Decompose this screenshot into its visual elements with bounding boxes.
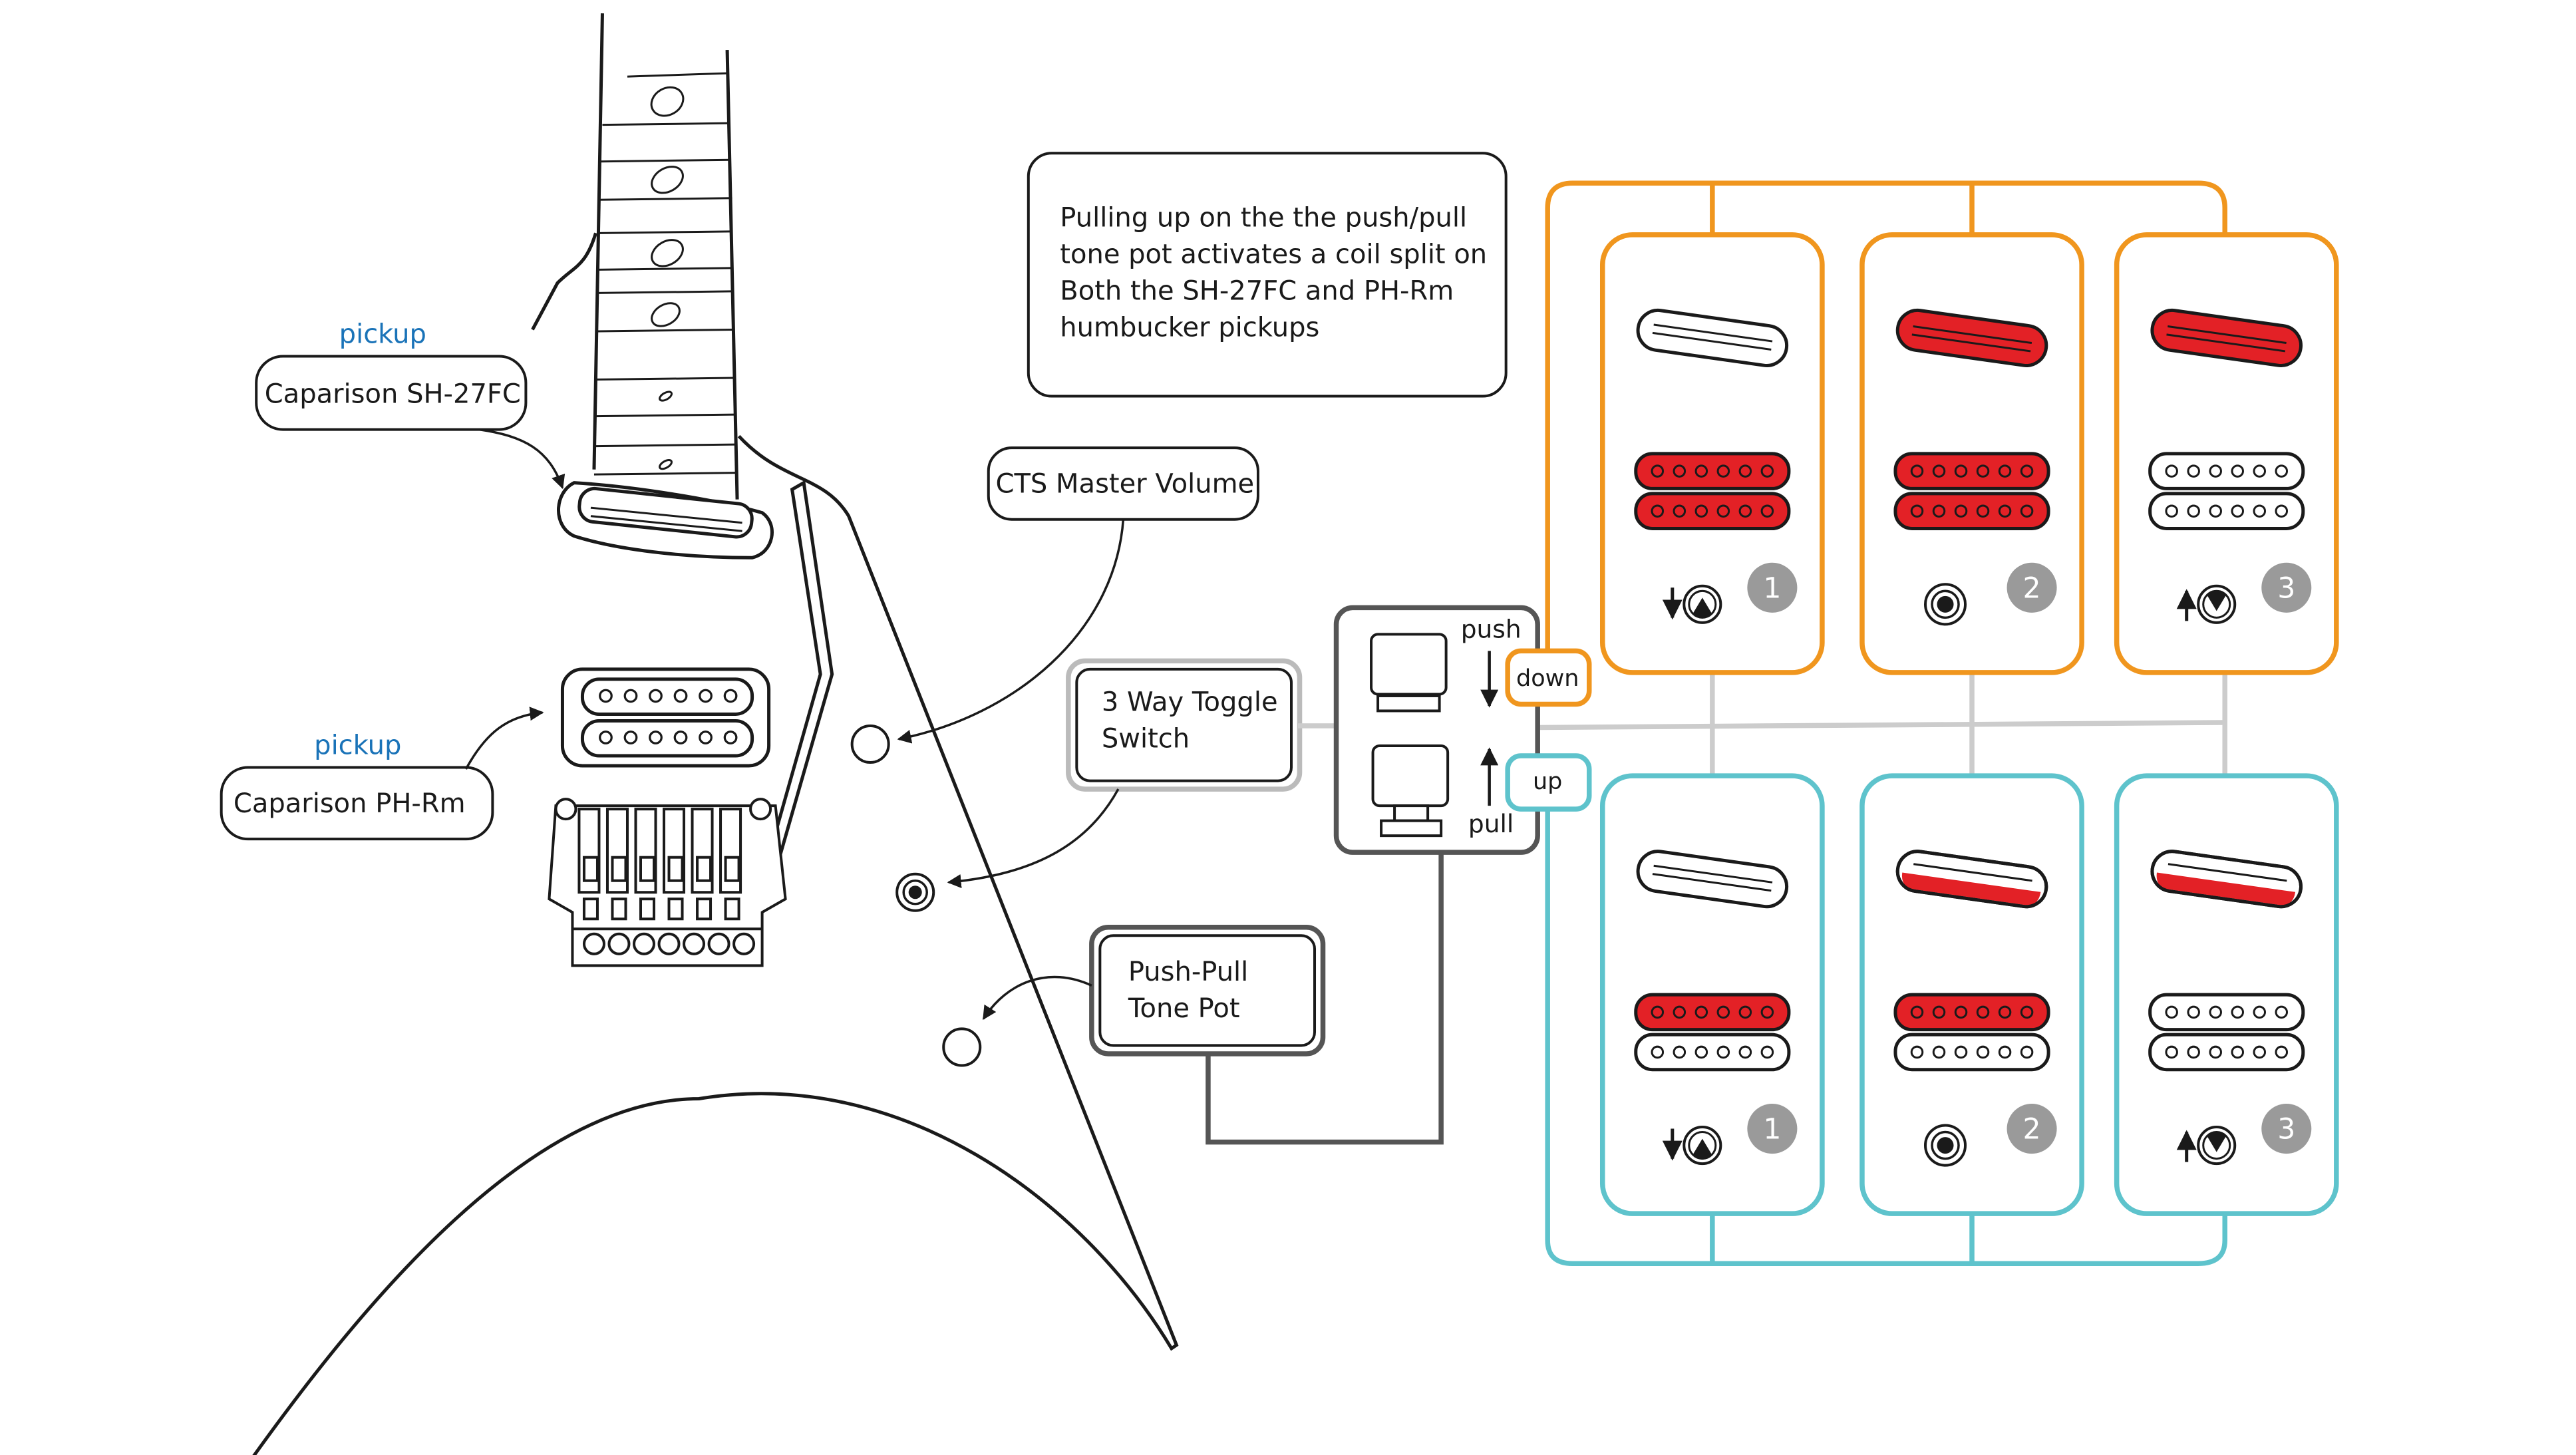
down-position-card-2: 2 <box>1859 232 2084 675</box>
up-position-card-2: 2 <box>1859 773 2084 1216</box>
down-arrow-icon <box>1662 584 1722 624</box>
push-pull-connectors <box>1206 852 1444 1145</box>
guitar-outline <box>252 13 1179 1455</box>
pull-knob-icon <box>1371 744 1450 838</box>
bridge-humbucker-indicator <box>1634 993 1791 1072</box>
neck-pickup-name: Caparison SH-27FC <box>265 379 521 410</box>
bridge-pickup-name: Caparison PH-Rm <box>234 788 466 819</box>
neck-pickup-arrow <box>479 428 565 490</box>
up-arrow-icon <box>2176 1126 2237 1166</box>
toggle-label-box <box>1075 667 1293 782</box>
neck-pickup-label-box <box>255 355 528 431</box>
toggle-label-line2: Switch <box>1102 724 1190 754</box>
pull-label: pull <box>1468 809 1514 838</box>
up-position-card-3: 3 <box>2114 773 2339 1216</box>
position-number: 1 <box>1763 572 1781 605</box>
position-number-badge <box>2007 562 2057 613</box>
down-bracket <box>1545 180 2227 649</box>
neck-coil-indicator <box>1636 308 1789 367</box>
neck-coil-indicator <box>1895 850 2048 909</box>
up-label: up <box>1533 768 1562 795</box>
neck-coil-indicator <box>2150 308 2303 367</box>
neck-coil-indicator <box>2150 850 2303 909</box>
bridge-humbucker-indicator <box>2148 993 2305 1072</box>
toggle-switch-hole <box>895 872 935 912</box>
tone-label-line1: Push-Pull <box>1128 957 1248 987</box>
down-badge <box>1505 648 1592 707</box>
info-note-box <box>1027 152 1508 398</box>
bridge-pickup-arrow <box>464 707 544 770</box>
bridge-humbucker-indicator <box>1893 452 2050 530</box>
tone-knob <box>942 1027 982 1067</box>
fretboard <box>593 72 738 476</box>
neck-pickup-caption: pickup <box>339 319 426 349</box>
volume-arrow <box>897 519 1125 744</box>
position-number-badge <box>1747 562 1798 613</box>
info-note-line1: Pulling up on the the push/pull <box>1060 202 1467 233</box>
tone-label-box <box>1098 934 1317 1047</box>
tone-label-line2: Tone Pot <box>1128 993 1240 1024</box>
volume-knob <box>850 724 890 764</box>
bridge-humbucker-indicator <box>1893 993 2050 1072</box>
neck-coil-indicator <box>1636 850 1789 909</box>
position-number: 2 <box>2023 572 2041 605</box>
bridge-pickup-caption: pickup <box>314 730 401 761</box>
tremolo-bridge <box>548 798 787 967</box>
down-position-card-3: 3 <box>2114 232 2339 675</box>
grid-connector-lines <box>1537 672 2227 774</box>
info-note-line3: Both the SH-27FC and PH-Rm <box>1060 275 1454 306</box>
bridge-humbucker-indicator <box>1634 452 1791 530</box>
position-number: 1 <box>1763 1114 1781 1146</box>
position-number: 2 <box>2023 1114 2041 1146</box>
down-label: down <box>1516 665 1579 692</box>
position-number-badge <box>2007 1104 2057 1154</box>
neck-pickup <box>557 481 774 560</box>
position-number: 3 <box>2277 572 2295 605</box>
position-number-badge <box>2261 562 2312 613</box>
neck-coil-indicator <box>1895 308 2048 367</box>
bridge-pickup <box>560 667 771 768</box>
position-number-badge <box>2261 1104 2312 1154</box>
bridge-humbucker-indicator <box>2148 452 2305 530</box>
up-arrow-icon <box>2176 584 2237 624</box>
up-bracket <box>1545 809 2227 1266</box>
center-knob-icon <box>1923 583 1967 626</box>
push-label: push <box>1461 614 1522 643</box>
up-position-card-1: 1 <box>1599 773 1825 1216</box>
toggle-arrow <box>947 788 1120 888</box>
tone-arrow <box>982 975 1092 1021</box>
push-knob-icon <box>1370 633 1448 713</box>
toggle-label-line1: 3 Way Toggle <box>1102 687 1278 717</box>
down-arrow-icon <box>1662 1126 1722 1166</box>
center-knob-icon <box>1923 1124 1967 1167</box>
info-note-line4: humbucker pickups <box>1060 312 1319 343</box>
info-note-line2: tone pot activates a coil split on <box>1060 239 1487 269</box>
switch-position-cards: 1 2 3 1 2 3 <box>1599 232 2339 1216</box>
down-position-card-1: 1 <box>1599 232 1825 675</box>
position-number: 3 <box>2277 1114 2295 1146</box>
volume-label: CTS Master Volume <box>996 469 1255 500</box>
bridge-pickup-label-box <box>220 766 494 841</box>
position-number-badge <box>1747 1104 1798 1154</box>
